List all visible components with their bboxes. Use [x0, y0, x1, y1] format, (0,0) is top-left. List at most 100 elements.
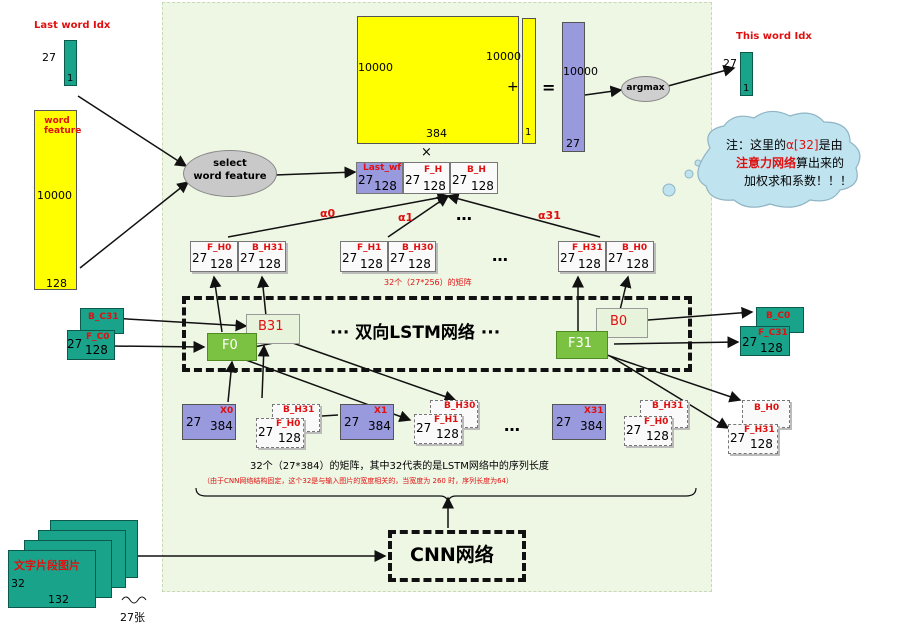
bias-vector — [522, 18, 536, 144]
hidden-b-h30 — [388, 241, 436, 272]
out-f-h31-rows: 27 — [730, 431, 746, 445]
x31-rows: 27 — [556, 415, 572, 429]
f-h0-label: F_H0 — [207, 243, 232, 253]
output-rows: 10000 — [563, 65, 598, 78]
hidden-b-h31 — [238, 241, 286, 272]
f-h0-rows: 27 — [192, 251, 208, 265]
last-word-idx-cols: 1 — [67, 73, 74, 84]
state-b-c31 — [80, 308, 124, 334]
last-word-idx-vector — [64, 40, 77, 86]
f-h31-rows: 27 — [560, 251, 576, 265]
b-c0-label: B_C0 — [766, 311, 791, 321]
cnn-label: CNN网络 — [410, 544, 494, 566]
x0-b-h31-label: B_H31 — [283, 405, 315, 415]
b31-label: B31 — [258, 319, 284, 334]
input-ellipsis: … — [504, 416, 520, 435]
b-h31-cols: 128 — [258, 257, 281, 271]
alpha-31: α31 — [538, 209, 561, 222]
x31-b-h31-label: B_H31 — [652, 401, 684, 411]
x1-cols: 384 — [368, 419, 391, 433]
result-f-h — [403, 162, 450, 194]
last-wf-label: Last_wf — [363, 163, 402, 173]
b-h31-label: B_H31 — [252, 243, 284, 253]
b-h0-cols: 128 — [626, 257, 649, 271]
x1-f-h1-rows: 27 — [416, 421, 432, 435]
result-last-wf — [356, 162, 403, 194]
x31-f-h0-rows: 27 — [626, 423, 642, 437]
b-h30-cols: 128 — [408, 257, 431, 271]
f-h0-cols: 128 — [210, 257, 233, 271]
alpha-ellipsis: … — [456, 205, 472, 224]
f-c31-cols: 128 — [760, 341, 783, 355]
b-c31-label: B_C31 — [88, 312, 119, 322]
b-h0-label: B_H0 — [622, 243, 648, 253]
x1-rows: 27 — [344, 415, 360, 429]
f-c31-rows: 27 — [742, 335, 758, 349]
lstm-f0-cell — [207, 333, 257, 361]
this-word-idx-vector — [740, 52, 753, 96]
x31-cols: 384 — [580, 419, 603, 433]
sequence-subnote: （由于CNN网络结构固定，这个32是与输入图片的宽度相关的，当宽度为 260 时… — [203, 477, 513, 485]
f-h-cols: 128 — [423, 179, 446, 193]
x1-f-h1-cols: 128 — [436, 427, 459, 441]
alpha-0: α0 — [320, 207, 336, 220]
x0-f-h0-cols: 128 — [278, 431, 301, 445]
input-x31 — [552, 404, 606, 440]
x31-f-h0-label: F_H0 — [644, 417, 669, 427]
state-f-c0 — [67, 330, 115, 360]
x0-state-f-h0 — [256, 418, 304, 448]
x1-state-f-h1 — [414, 414, 462, 444]
b-h-label: B_H — [467, 165, 486, 175]
b-h0-rows: 27 — [608, 251, 624, 265]
select-word-feature-node: select word feature — [183, 150, 277, 197]
last-word-idx-rows: 27 — [42, 51, 56, 64]
b-h30-rows: 27 — [390, 251, 406, 265]
input-x1 — [340, 404, 394, 440]
this-word-idx-rows: 27 — [723, 57, 737, 70]
x0-f-h0-label: F_H0 — [276, 419, 301, 429]
bias-rows: 10000 — [486, 50, 521, 63]
times-sign: × — [421, 145, 432, 160]
result-b-h — [450, 162, 498, 194]
word-feature-label: word feature — [44, 116, 82, 136]
weight-matrix-cols: 384 — [426, 127, 447, 140]
f31-label: F31 — [568, 336, 593, 351]
out-f-h31-label: F_H31 — [744, 425, 775, 435]
f-h-rows: 27 — [405, 173, 421, 187]
output-vector — [562, 22, 585, 152]
matrix-note: 32个（27*256）的矩阵 — [384, 278, 472, 287]
hidden-b-h0 — [606, 241, 654, 272]
cloud-line-3: 加权求和系数！！！ — [744, 174, 853, 188]
last-wf-rows: 27 — [358, 173, 374, 187]
word-feature-cols: 128 — [46, 277, 67, 290]
state-f-c31 — [740, 326, 790, 356]
f-h31-label: F_H31 — [572, 243, 603, 253]
word-feature-node-label: word feature — [193, 171, 267, 182]
argmax-label: argmax — [626, 83, 665, 93]
f0-label: F0 — [222, 338, 238, 353]
note-cloud-shape — [697, 110, 861, 208]
b-h30-label: B_H30 — [402, 243, 434, 253]
f-h1-cols: 128 — [360, 257, 383, 271]
cloud-line-1a: 注：这里的 — [726, 138, 787, 152]
b-h31-rows: 27 — [240, 251, 256, 265]
hidden-f-h1 — [340, 241, 388, 272]
x31-f-h0-cols: 128 — [646, 429, 669, 443]
lstm-title: ··· 双向LSTM网络 ··· — [330, 323, 501, 343]
last-word-idx-label: Last word Idx — [34, 20, 111, 31]
b0-label: B0 — [610, 314, 628, 329]
cloud-attention: 注意力网络 — [736, 156, 797, 170]
f-h1-rows: 27 — [342, 251, 358, 265]
f-c0-rows: 27 — [67, 337, 83, 351]
f-h31-cols: 128 — [578, 257, 601, 271]
cloud-line-1: 注：这里的α[32]是由 — [726, 139, 843, 151]
argmax-node: argmax — [621, 76, 670, 102]
this-word-idx-cols: 1 — [743, 83, 750, 94]
sequence-note: 32个（27*384）的矩阵，其中32代表的是LSTM网络中的序列长度 — [250, 461, 549, 472]
image-width: 132 — [48, 593, 69, 606]
lstm-network-box — [182, 296, 692, 372]
x0-f-h0-rows: 27 — [258, 425, 274, 439]
f-c0-label: F_C0 — [86, 332, 110, 342]
hidden-ellipsis: … — [492, 246, 508, 265]
hidden-f-h0 — [190, 241, 238, 272]
